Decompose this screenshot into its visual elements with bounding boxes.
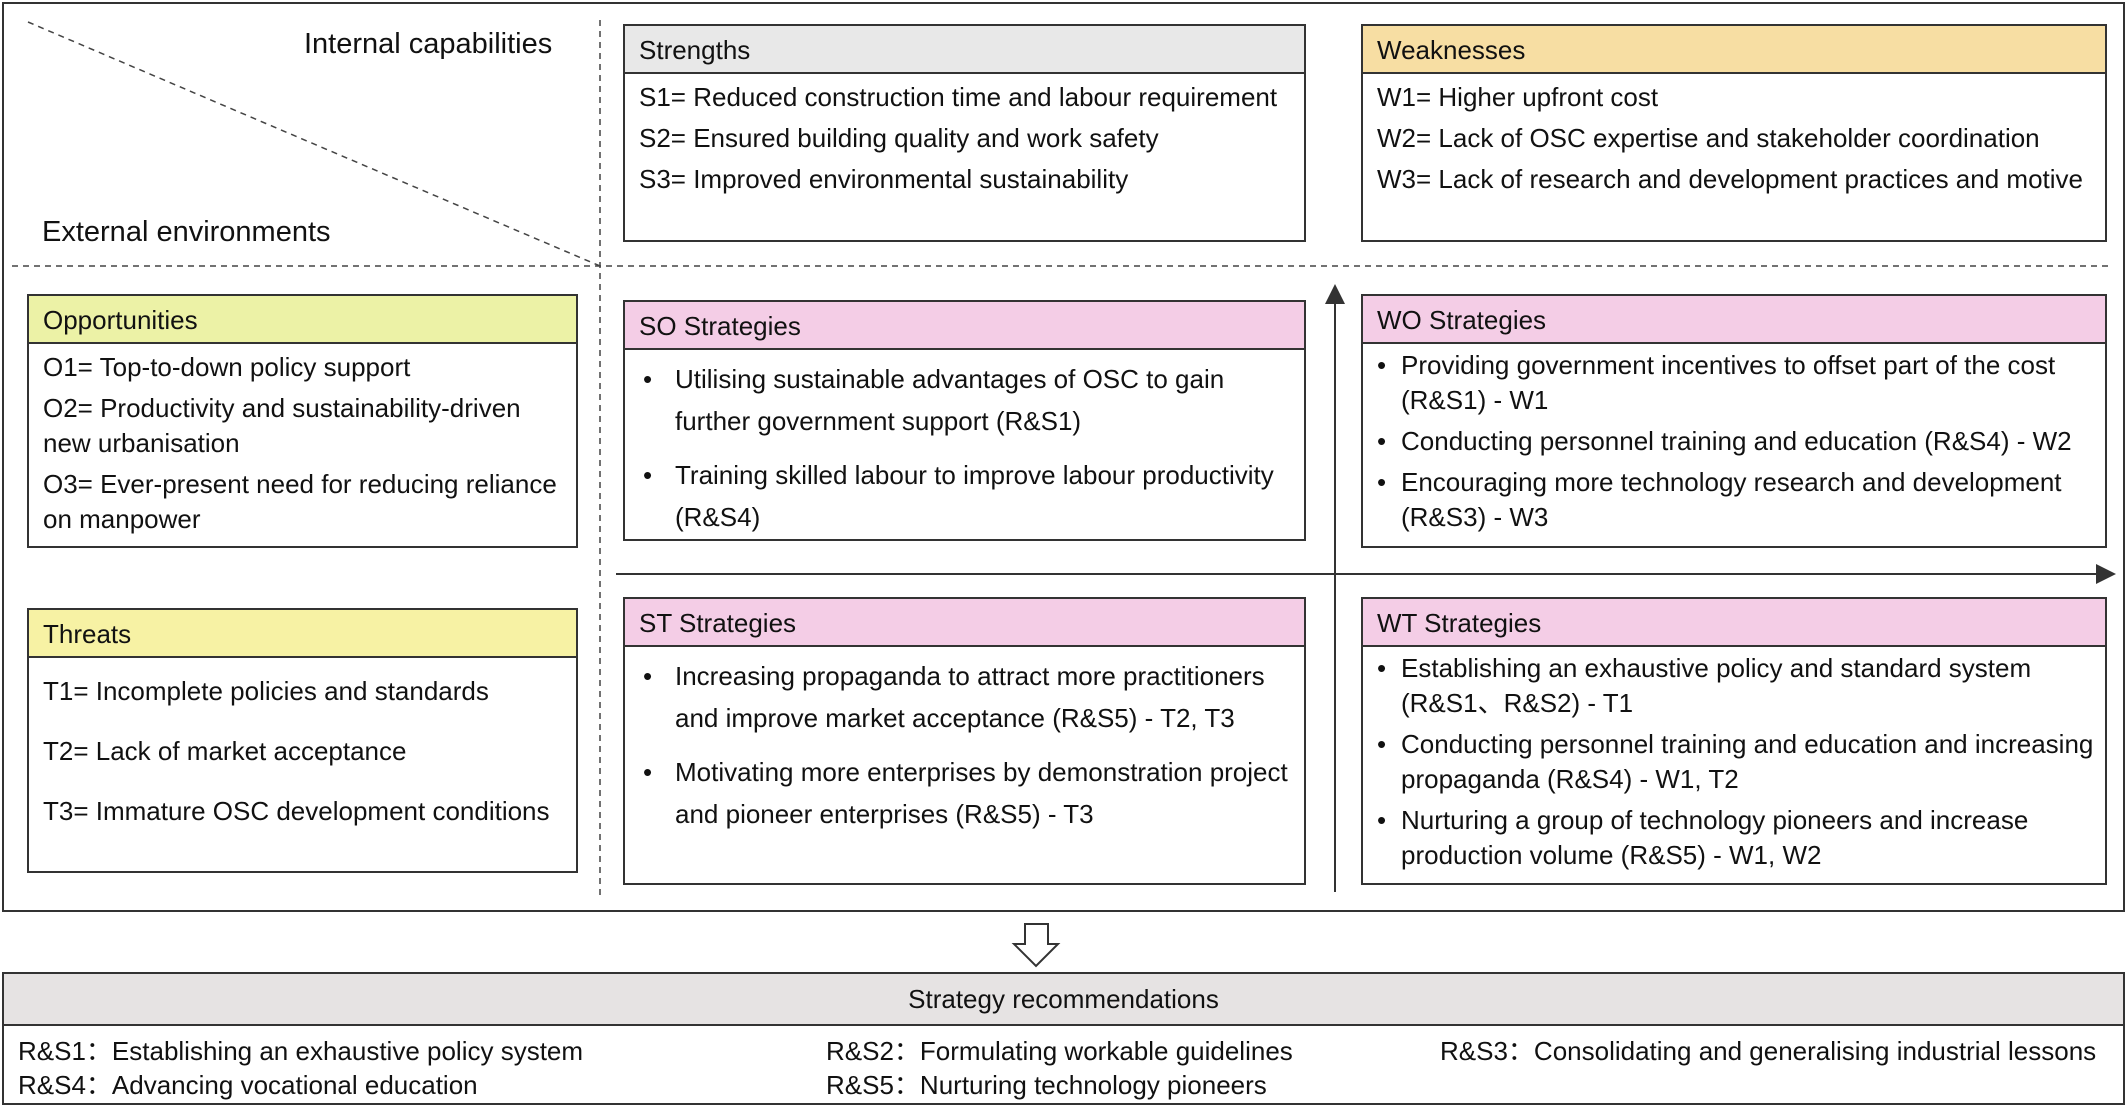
so-strategy-item: •Training skilled labour to improve labo… xyxy=(643,460,1274,532)
recommendations-title: Strategy recommendations xyxy=(4,974,2123,1026)
wo-strategy-item: •Providing government incentives to offs… xyxy=(1377,350,2056,415)
external-environments-label: External environments xyxy=(42,216,331,248)
recommendation-item: R&S5：Nurturing technology pioneers xyxy=(826,1070,1267,1100)
so-strategies-title: SO Strategies xyxy=(625,302,1304,350)
wo-strategy-item: •Conducting personnel training and educa… xyxy=(1377,426,2072,456)
wt-strategies-title: WT Strategies xyxy=(1363,599,2105,647)
st-strategies-box: ST Strategies •Increasing propaganda to … xyxy=(623,597,1306,885)
threat-item: T2= Lack of market acceptance xyxy=(43,736,407,766)
opportunity-item: O1= Top-to-down policy support xyxy=(43,352,411,382)
internal-capabilities-label: Internal capabilities xyxy=(304,28,553,60)
opportunity-item: O2= Productivity and sustainability-driv… xyxy=(43,393,521,458)
st-strategies-title: ST Strategies xyxy=(625,599,1304,647)
recommendation-item: R&S3：Consolidating and generalising indu… xyxy=(1440,1036,2097,1066)
swot-frame xyxy=(2,2,2125,912)
recommendations-box: Strategy recommendations R&S1：Establishi… xyxy=(2,972,2125,1105)
threat-item: T3= Immature OSC development conditions xyxy=(43,796,550,826)
wt-strategy-item: •Conducting personnel training and educa… xyxy=(1377,729,2094,794)
wo-strategies-title: WO Strategies xyxy=(1363,296,2105,344)
opportunity-item: O3= Ever-present need for reducing relia… xyxy=(43,469,557,534)
opportunities-title: Opportunities xyxy=(29,296,576,344)
strength-item: S2= Ensured building quality and work sa… xyxy=(639,123,1159,153)
weakness-item: W1= Higher upfront cost xyxy=(1377,82,1659,112)
weakness-item: W2= Lack of OSC expertise and stakeholde… xyxy=(1377,123,2040,153)
weakness-item: W3= Lack of research and development pra… xyxy=(1377,164,2083,194)
strength-item: S3= Improved environmental sustainabilit… xyxy=(639,164,1129,194)
so-strategy-item: •Utilising sustainable advantages of OSC… xyxy=(643,364,1225,436)
recommendation-item: R&S4：Advancing vocational education xyxy=(18,1070,478,1100)
wt-strategy-item: •Nurturing a group of technology pioneer… xyxy=(1377,805,2029,870)
wt-strategy-item: •Establishing an exhaustive policy and s… xyxy=(1377,653,2032,718)
wo-strategy-item: •Encouraging more technology research an… xyxy=(1377,467,2062,532)
opportunities-box: Opportunities O1= Top-to-down policy sup… xyxy=(27,294,578,548)
down-arrow-icon xyxy=(1011,923,1061,968)
weaknesses-title: Weaknesses xyxy=(1363,26,2105,74)
threats-box: Threats T1= Incomplete policies and stan… xyxy=(27,608,578,873)
recommendation-item: R&S1：Establishing an exhaustive policy s… xyxy=(18,1036,584,1066)
wt-strategies-box: WT Strategies •Establishing an exhaustiv… xyxy=(1361,597,2107,885)
strength-item: S1= Reduced construction time and labour… xyxy=(639,82,1278,112)
st-strategy-item: •Increasing propaganda to attract more p… xyxy=(643,661,1265,733)
so-strategies-box: SO Strategies •Utilising sustainable adv… xyxy=(623,300,1306,541)
wo-strategies-box: WO Strategies •Providing government ince… xyxy=(1361,294,2107,548)
threats-title: Threats xyxy=(29,610,576,658)
strengths-title: Strengths xyxy=(625,26,1304,74)
recommendation-item: R&S2：Formulating workable guidelines xyxy=(826,1036,1293,1066)
st-strategy-item: •Motivating more enterprises by demonstr… xyxy=(643,757,1288,829)
strengths-box: Strengths S1= Reduced construction time … xyxy=(623,24,1306,242)
threat-item: T1= Incomplete policies and standards xyxy=(43,676,489,706)
weaknesses-box: Weaknesses W1= Higher upfront cost W2= L… xyxy=(1361,24,2107,242)
